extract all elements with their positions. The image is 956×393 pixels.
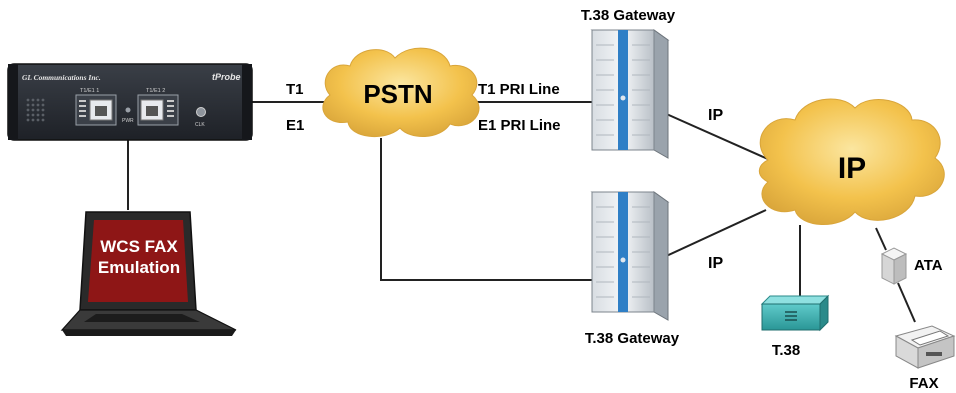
pstn-label: PSTN [363, 79, 432, 109]
gateway-top-label: T.38 Gateway [581, 7, 676, 24]
ata-label: ATA [914, 257, 943, 274]
clk-connector-icon [196, 107, 206, 117]
link-label-t1-pri: T1 PRI Line [478, 81, 560, 98]
t38-device-icon [785, 311, 797, 321]
ip-cloud: IP [758, 98, 945, 225]
ata-device: ATA [880, 247, 943, 285]
line-pstn-gateway-bottom [380, 138, 592, 281]
laptop-screen-line1: WCS FAX [100, 237, 178, 256]
clk-label: CLK [195, 122, 205, 128]
device-product: tProbe [212, 72, 241, 82]
t38-device: T.38 [760, 294, 830, 359]
line-gateway-bottom-ip [661, 209, 767, 259]
link-label-ip-top: IP [708, 107, 723, 124]
laptop: WCS FAX Emulation [60, 211, 237, 336]
fax-paper-icon [910, 330, 950, 346]
pstn-cloud: PSTN [322, 47, 480, 138]
speaker-grille-icon [26, 98, 45, 122]
port1-label: T1/E1 1 [80, 88, 99, 94]
line-gateway-top-ip [661, 111, 771, 161]
line-ata-fax [897, 282, 916, 323]
device-brand: GL Communications Inc. [22, 73, 101, 82]
gateway-top: T.38 Gateway [581, 7, 676, 159]
pwr-led-icon [125, 107, 131, 113]
port2-label: T1/E1 2 [146, 88, 165, 94]
gateway-bottom: T.38 Gateway [585, 191, 680, 347]
gateway-bottom-stripe [618, 192, 628, 312]
pwr-label: PWR [122, 118, 134, 124]
fax-machine: FAX [894, 325, 956, 392]
link-label-e1-pri: E1 PRI Line [478, 117, 561, 134]
line-ip-ata [875, 227, 887, 251]
connection-lines [127, 101, 916, 323]
fax-label: FAX [909, 375, 938, 392]
link-label-ip-bottom: IP [708, 255, 723, 272]
laptop-screen-line2: Emulation [98, 258, 180, 277]
gateway-top-stripe [618, 30, 628, 150]
tprobe-device: GL Communications Inc. tProbe T1/E1 1 PW… [7, 63, 253, 141]
laptop-screen [88, 220, 188, 302]
ip-cloud-label: IP [838, 152, 866, 185]
gateway-bottom-label: T.38 Gateway [585, 330, 680, 347]
link-label-t1: T1 [286, 81, 304, 98]
link-label-e1: E1 [286, 117, 304, 134]
t38-device-label: T.38 [772, 342, 800, 359]
